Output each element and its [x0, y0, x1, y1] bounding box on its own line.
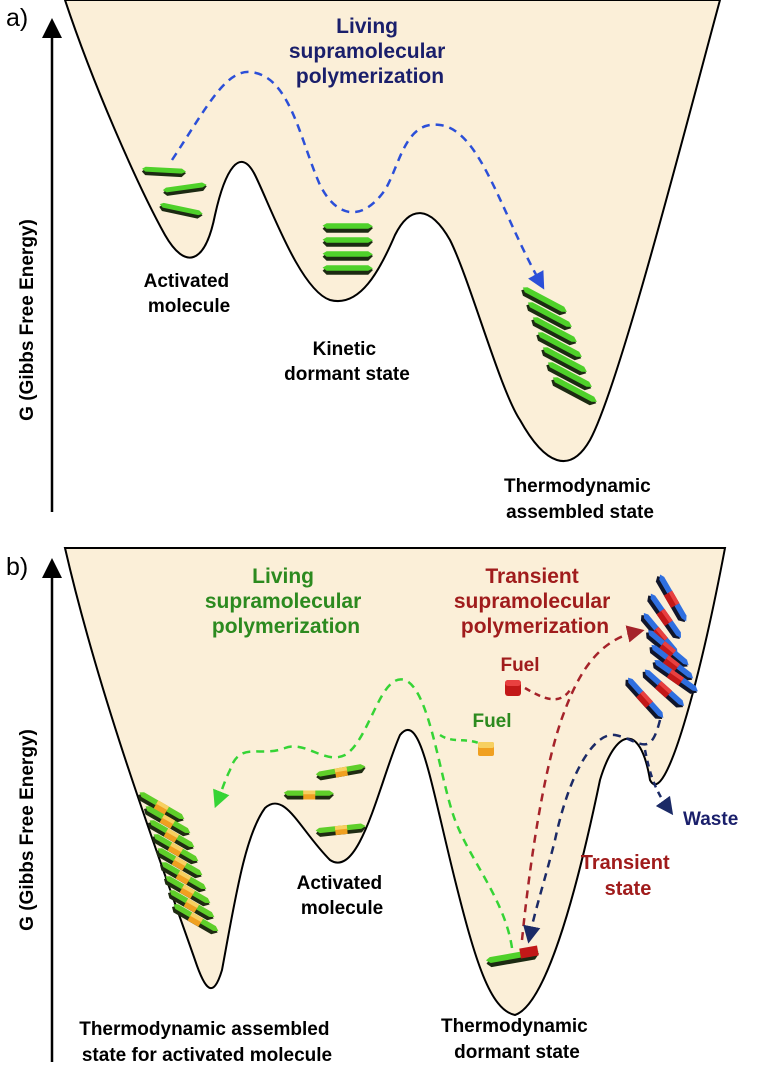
thermodynamic-assembled-label-b: Thermodynamic assembled state for activa… [79, 1019, 335, 1066]
activated-label-b: Activated molecule [297, 873, 388, 919]
transient-poly-label-b: Transient supramolecular polymerization [454, 565, 616, 638]
panel-b: G (Gibbs Free Energy) b) [6, 547, 738, 1066]
fuel-green-molecule [478, 742, 494, 756]
living-label-a: Living supramolecular polymerization [289, 15, 451, 88]
thermodynamic-label-a: Thermodynamic assembled state [504, 476, 656, 523]
energy-well-curve-b [63, 547, 727, 1017]
transient-state-label: Transient state [581, 852, 675, 900]
living-path-arrow-b [213, 678, 514, 949]
activated-label-a: Activated molecule [144, 271, 235, 317]
panel-a: G (Gibbs Free Energy) a) Living [6, 0, 722, 523]
panel-label-a: a) [6, 4, 28, 32]
kinetic-label-a: Kinetic dormant state [284, 339, 410, 385]
fuel-red-path [524, 686, 572, 701]
waste-label: Waste [683, 809, 738, 830]
fuel-red-label: Fuel [500, 655, 539, 676]
disassembly-path-arrow-b [523, 719, 662, 944]
y-axis-label-b: G (Gibbs Free Energy) [17, 729, 38, 931]
fuel-red-molecule [505, 680, 521, 696]
panel-label-b: b) [6, 553, 28, 581]
waste-path-arrow-b [643, 749, 674, 816]
living-path-arrow-a [170, 70, 545, 290]
fuel-green-label: Fuel [472, 711, 511, 732]
living-label-b: Living supramolecular polymerization [205, 565, 367, 638]
y-axis-label-a: G (Gibbs Free Energy) [17, 219, 38, 421]
dormant-molecule-b [485, 945, 540, 968]
thermodynamic-dormant-label-b: Thermodynamic dormant state [441, 1016, 593, 1063]
